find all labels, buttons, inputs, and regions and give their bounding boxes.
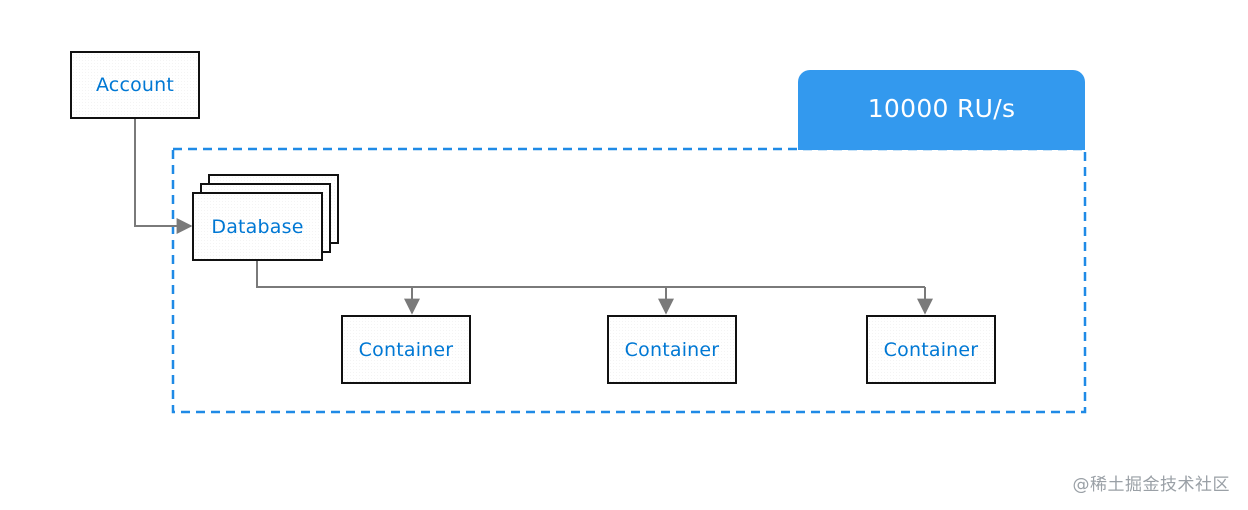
account-node: Account — [70, 51, 200, 119]
database-node: Database — [192, 192, 323, 261]
container-label: Container — [883, 338, 979, 361]
account-label: Account — [95, 74, 175, 96]
container-node: Container — [607, 315, 737, 384]
account-to-database-connector — [134, 119, 193, 234]
throughput-label: 10000 RU/s — [867, 93, 1016, 123]
container-label: Container — [358, 338, 454, 361]
container-label: Container — [624, 338, 720, 361]
throughput-tab: 10000 RU/s — [798, 70, 1085, 150]
database-label: Database — [211, 215, 304, 238]
container-node: Container — [866, 315, 996, 384]
watermark: @稀土掘金技术社区 — [1072, 475, 1230, 495]
throughput-scope-boundary — [171, 147, 1087, 414]
container-node: Container — [341, 315, 471, 384]
database-trunk-connector — [256, 261, 925, 288]
